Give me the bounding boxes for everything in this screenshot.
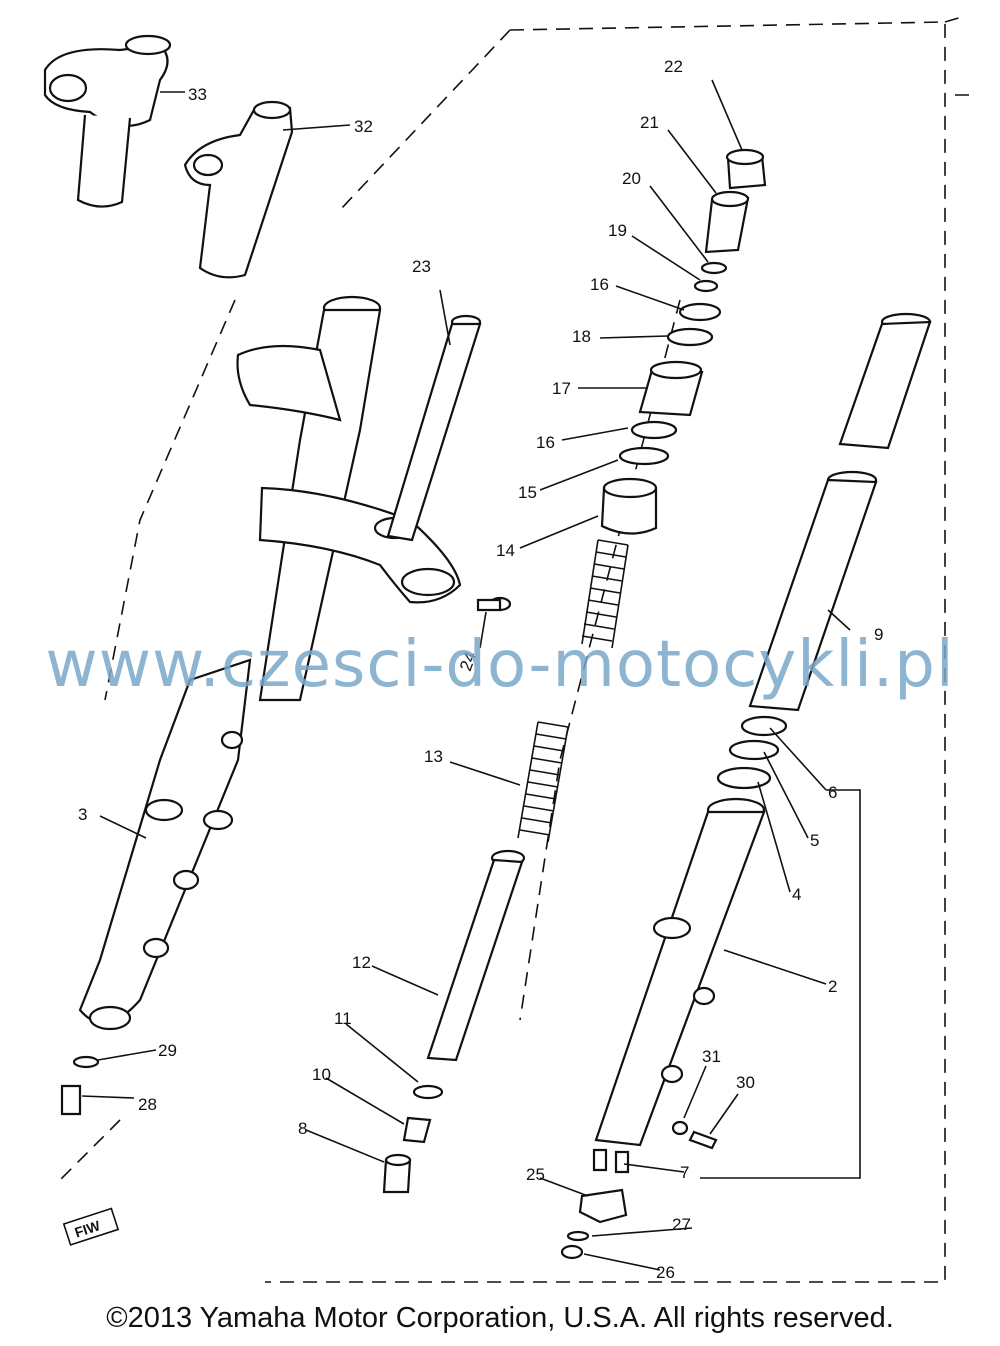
callout-12: 12 bbox=[352, 953, 371, 972]
part-16-washer-lower bbox=[630, 420, 678, 440]
part-33-handle-holder bbox=[43, 34, 172, 208]
part-32-handle-holder bbox=[183, 100, 294, 279]
part-25-axle-holder bbox=[578, 1188, 628, 1224]
part-27-washer bbox=[566, 1230, 590, 1242]
callout-28: 28 bbox=[138, 1095, 157, 1114]
part-23-steering-stem bbox=[386, 314, 482, 542]
callout-17: 17 bbox=[552, 379, 571, 398]
callout-27: 27 bbox=[672, 1215, 691, 1234]
callout-4: 4 bbox=[792, 885, 801, 904]
left-dash-line bbox=[59, 299, 236, 1181]
copyright-text: ©2013 Yamaha Motor Corporation, U.S.A. A… bbox=[106, 1302, 894, 1334]
callout-30: 30 bbox=[736, 1073, 755, 1092]
callout-8: 8 bbox=[298, 1119, 307, 1138]
part-30-drain-bolt bbox=[688, 1130, 718, 1150]
callout-18: 18 bbox=[572, 327, 591, 346]
part-11-washer bbox=[412, 1084, 444, 1100]
part-22-cap bbox=[725, 148, 767, 190]
part-19-oring bbox=[693, 279, 719, 293]
callout-29: 29 bbox=[158, 1041, 177, 1060]
part-16-washer-upper bbox=[678, 302, 722, 322]
callout-3: 3 bbox=[78, 805, 87, 824]
callout-16-lower: 16 bbox=[536, 433, 555, 452]
part-6-clip bbox=[740, 715, 788, 737]
part-15-washer bbox=[618, 446, 670, 466]
callout-14: 14 bbox=[496, 541, 515, 560]
part-13-rebound-spring bbox=[517, 721, 569, 843]
callout-10: 10 bbox=[312, 1065, 331, 1084]
center-dash-line bbox=[519, 299, 681, 1021]
fiw-stamp-text: FIW bbox=[73, 1217, 103, 1240]
callout-19: 19 bbox=[608, 221, 627, 240]
part-5-washer bbox=[728, 739, 780, 761]
callout-15: 15 bbox=[518, 483, 537, 502]
callout-2: 2 bbox=[828, 977, 837, 996]
part-17-spacer bbox=[638, 360, 704, 417]
fork-spring-upper bbox=[581, 539, 629, 649]
part-4-oil-seal bbox=[716, 766, 772, 790]
part-28-bolt bbox=[60, 1084, 82, 1116]
callout-22: 22 bbox=[664, 57, 683, 76]
watermark-text: www.czesci-do-motocykli.pl bbox=[45, 628, 955, 702]
part-14-dust-seal bbox=[600, 477, 658, 535]
part-8-bolt bbox=[382, 1153, 412, 1194]
part-18-washer bbox=[666, 327, 714, 347]
callout-33: 33 bbox=[188, 85, 207, 104]
callout-13: 13 bbox=[424, 747, 443, 766]
group-outline bbox=[265, 15, 970, 1283]
part-21-bolt bbox=[704, 190, 750, 254]
callout-26: 26 bbox=[656, 1263, 675, 1282]
callout-5: 5 bbox=[810, 831, 819, 850]
part-9-inner-tube bbox=[748, 470, 878, 712]
callout-6: 6 bbox=[828, 783, 837, 802]
part-2-outer-tube bbox=[594, 797, 766, 1147]
callout-25: 25 bbox=[526, 1165, 545, 1184]
callout-16-upper: 16 bbox=[590, 275, 609, 294]
callout-7: 7 bbox=[680, 1163, 689, 1182]
fiw-stamp: FIW bbox=[62, 1207, 120, 1246]
callout-32: 32 bbox=[354, 117, 373, 136]
callout-23: 23 bbox=[412, 257, 431, 276]
part-26-nut bbox=[560, 1244, 584, 1260]
part-3-left-fork-assembly bbox=[78, 295, 462, 1031]
part-9-inner-tube-upper bbox=[838, 312, 932, 450]
part-12-damper-rod bbox=[426, 849, 526, 1062]
part-7-bolts bbox=[592, 1148, 630, 1174]
leader-lines bbox=[81, 79, 861, 1271]
callout-11: 11 bbox=[334, 1009, 352, 1028]
part-29-washer bbox=[72, 1055, 100, 1069]
callout-21: 21 bbox=[640, 113, 659, 132]
part-20-washer bbox=[700, 261, 728, 275]
part-31-washer bbox=[671, 1120, 689, 1136]
part-10-taper-spindle bbox=[402, 1116, 432, 1144]
callout-31: 31 bbox=[702, 1047, 721, 1066]
part-24-bolt bbox=[476, 596, 512, 612]
callout-20: 20 bbox=[622, 169, 641, 188]
callout-9: 9 bbox=[874, 625, 883, 644]
